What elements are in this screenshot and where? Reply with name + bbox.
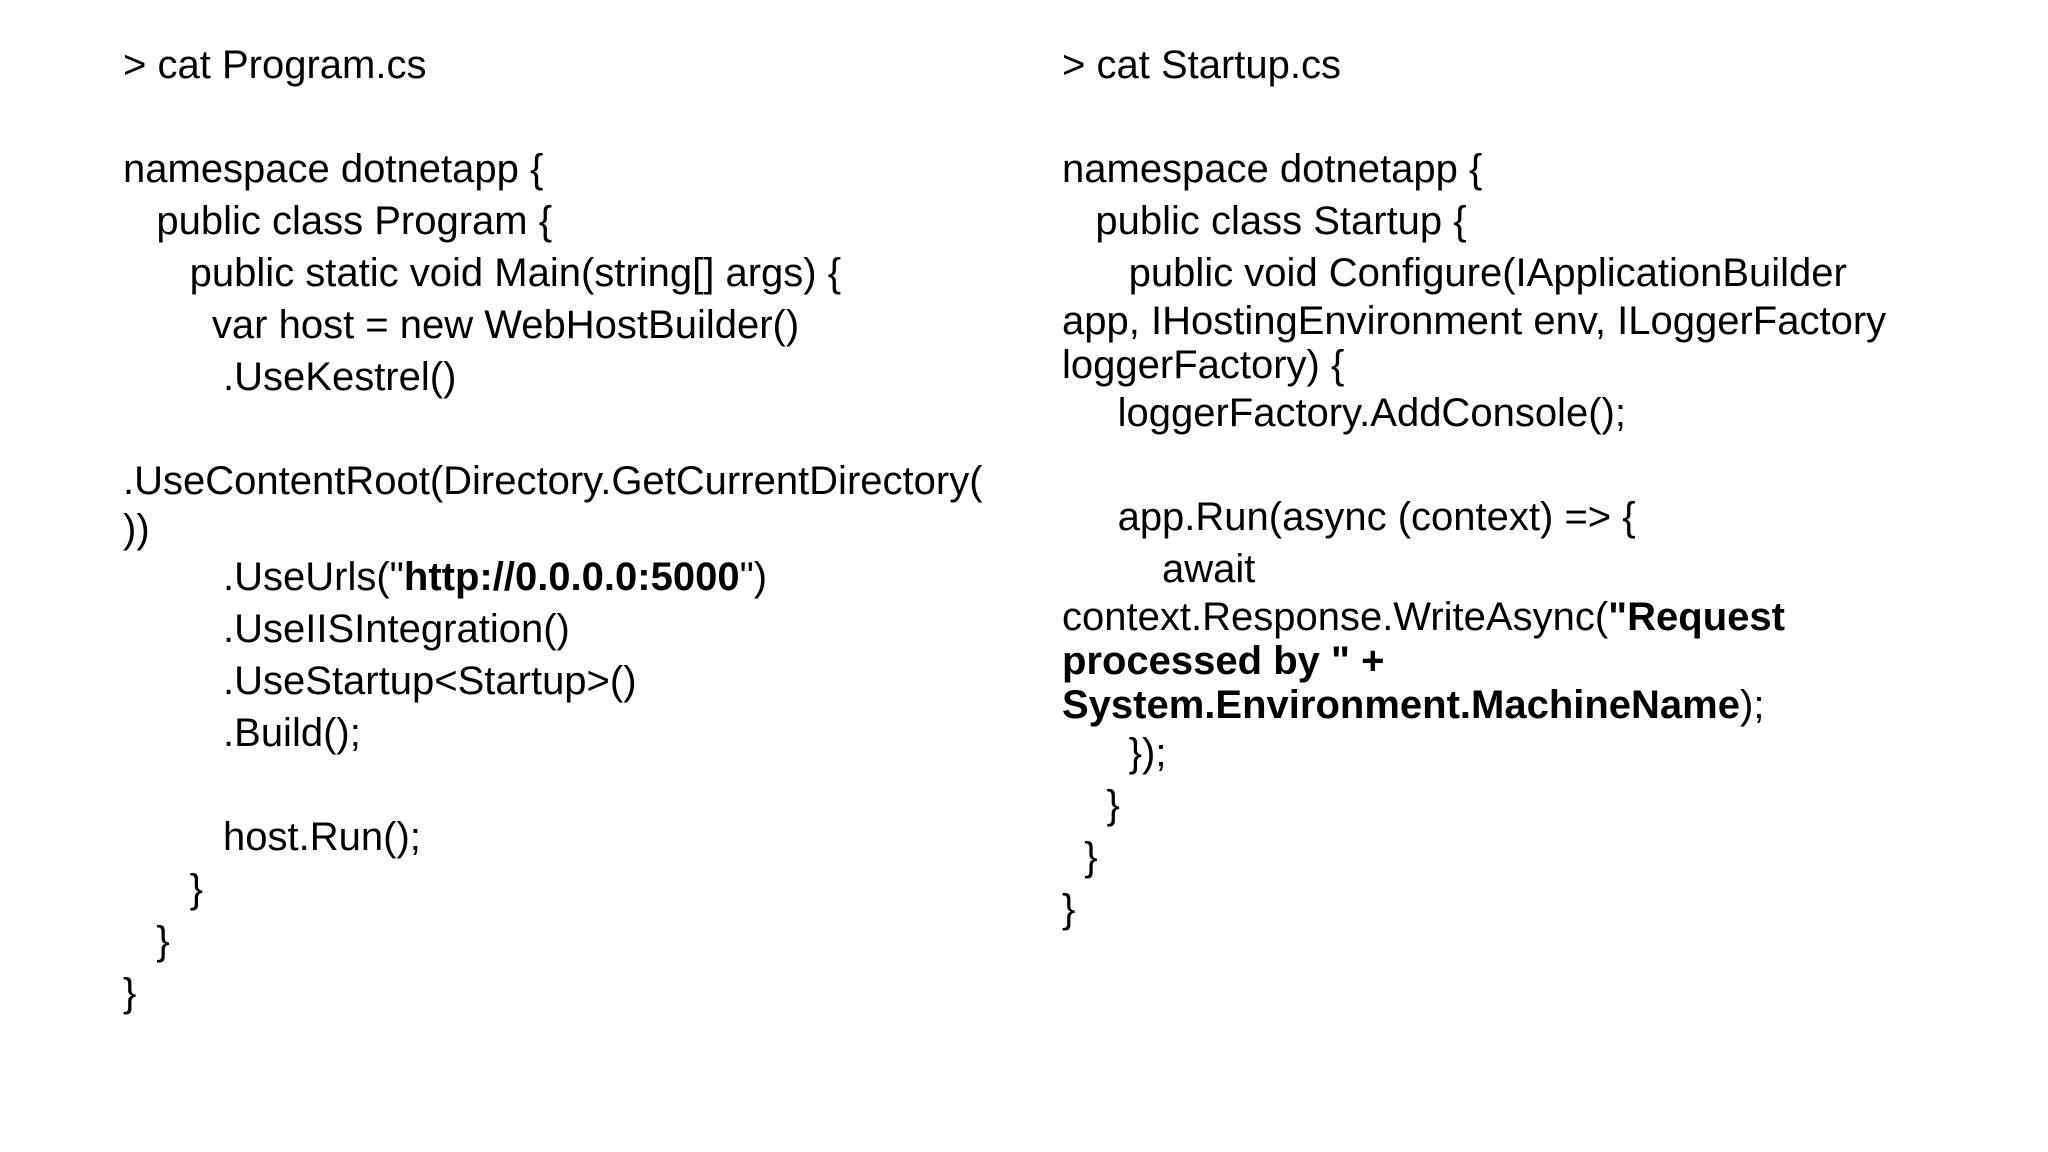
- code-line: }: [123, 915, 1053, 967]
- code-line: .UseStartup<Startup>(): [123, 655, 1053, 707]
- code-bold-segment: processed by " +: [1062, 639, 1385, 683]
- code-line: .Build();: [123, 707, 1053, 759]
- code-line: await: [1062, 543, 2002, 595]
- code-line: public class Program {: [123, 195, 1053, 247]
- code-segment: }: [1062, 783, 1120, 827]
- code-segment: public static void Main(string[] args) {: [123, 251, 842, 295]
- terminal-output-startup-cs: > cat Startup.cs namespace dotnetapp { p…: [1062, 39, 2002, 935]
- code-line: .UseUrls("http://0.0.0.0:5000"): [123, 551, 1053, 603]
- code-segment: }: [123, 867, 204, 911]
- code-segment: .Build();: [123, 711, 361, 755]
- code-segment: public class Startup {: [1062, 199, 1467, 243]
- code-segment: "): [739, 555, 768, 599]
- code-segment: namespace dotnetapp {: [123, 147, 544, 191]
- code-segment: );: [1740, 683, 1765, 727]
- code-line: }: [123, 863, 1053, 915]
- code-segment: var host = new WebHostBuilder(): [123, 303, 800, 347]
- code-line: loggerFactory) {: [1062, 343, 2002, 387]
- code-line: )): [123, 507, 1053, 551]
- code-segment: )): [123, 507, 150, 551]
- code-segment: }: [123, 971, 137, 1015]
- code-line: host.Run();: [123, 811, 1053, 863]
- code-line: .UseIISIntegration(): [123, 603, 1053, 655]
- code-line: [123, 91, 1053, 143]
- code-line: [123, 759, 1053, 811]
- code-line: public class Startup {: [1062, 195, 2002, 247]
- code-segment: }: [123, 919, 170, 963]
- code-segment: namespace dotnetapp {: [1062, 147, 1483, 191]
- code-segment: app, IHostingEnvironment env, ILoggerFac…: [1062, 299, 1887, 343]
- code-segment: app.Run(async (context) => {: [1062, 495, 1636, 539]
- code-line: }: [1062, 883, 2002, 935]
- code-line: > cat Startup.cs: [1062, 39, 2002, 91]
- code-bold-segment: http://0.0.0.0:5000: [403, 555, 740, 599]
- code-segment: .UseStartup<Startup>(): [123, 659, 637, 703]
- code-line: }: [1062, 831, 2002, 883]
- code-segment: public void Configure(IApplicationBuilde…: [1062, 251, 1847, 295]
- code-line: context.Response.WriteAsync("Request: [1062, 595, 2002, 639]
- code-line: System.Environment.MachineName);: [1062, 683, 2002, 727]
- code-segment: .UseUrls(": [123, 555, 404, 599]
- code-segment: }: [1062, 887, 1076, 931]
- code-line: .UseKestrel(): [123, 351, 1053, 403]
- code-line: loggerFactory.AddConsole();: [1062, 387, 2002, 439]
- code-bold-segment: System.Environment.MachineName: [1062, 683, 1740, 727]
- code-line: app, IHostingEnvironment env, ILoggerFac…: [1062, 299, 2002, 343]
- code-segment: context.Response.WriteAsync(: [1062, 595, 1609, 639]
- code-segment: > cat Startup.cs: [1062, 43, 1342, 87]
- code-segment: await: [1062, 547, 1256, 591]
- code-line: app.Run(async (context) => {: [1062, 491, 2002, 543]
- code-segment: .UseContentRoot(Directory.GetCurrentDire…: [123, 459, 983, 503]
- code-segment: .UseKestrel(): [123, 355, 457, 399]
- code-line: public void Configure(IApplicationBuilde…: [1062, 247, 2002, 299]
- code-segment: host.Run();: [123, 815, 421, 859]
- code-line: .UseContentRoot(Directory.GetCurrentDire…: [123, 455, 1053, 507]
- code-line: });: [1062, 727, 2002, 779]
- code-line: public static void Main(string[] args) {: [123, 247, 1053, 299]
- code-line: }: [1062, 779, 2002, 831]
- code-line: [1062, 439, 2002, 491]
- code-line: [1062, 91, 2002, 143]
- code-segment: public class Program {: [123, 199, 553, 243]
- code-segment: > cat Program.cs: [123, 43, 427, 87]
- code-line: > cat Program.cs: [123, 39, 1053, 91]
- code-segment: }: [1062, 835, 1098, 879]
- code-segment: });: [1062, 731, 1167, 775]
- code-line: }: [123, 967, 1053, 1019]
- code-line: processed by " +: [1062, 639, 2002, 683]
- code-segment: loggerFactory.AddConsole();: [1062, 391, 1626, 435]
- code-line: namespace dotnetapp {: [123, 143, 1053, 195]
- terminal-output-program-cs: > cat Program.cs namespace dotnetapp { p…: [123, 39, 1053, 1019]
- code-line: var host = new WebHostBuilder(): [123, 299, 1053, 351]
- code-segment: .UseIISIntegration(): [123, 607, 570, 651]
- code-segment: loggerFactory) {: [1062, 343, 1345, 387]
- code-line: namespace dotnetapp {: [1062, 143, 2002, 195]
- code-bold-segment: "Request: [1608, 595, 1785, 639]
- code-line: [123, 403, 1053, 455]
